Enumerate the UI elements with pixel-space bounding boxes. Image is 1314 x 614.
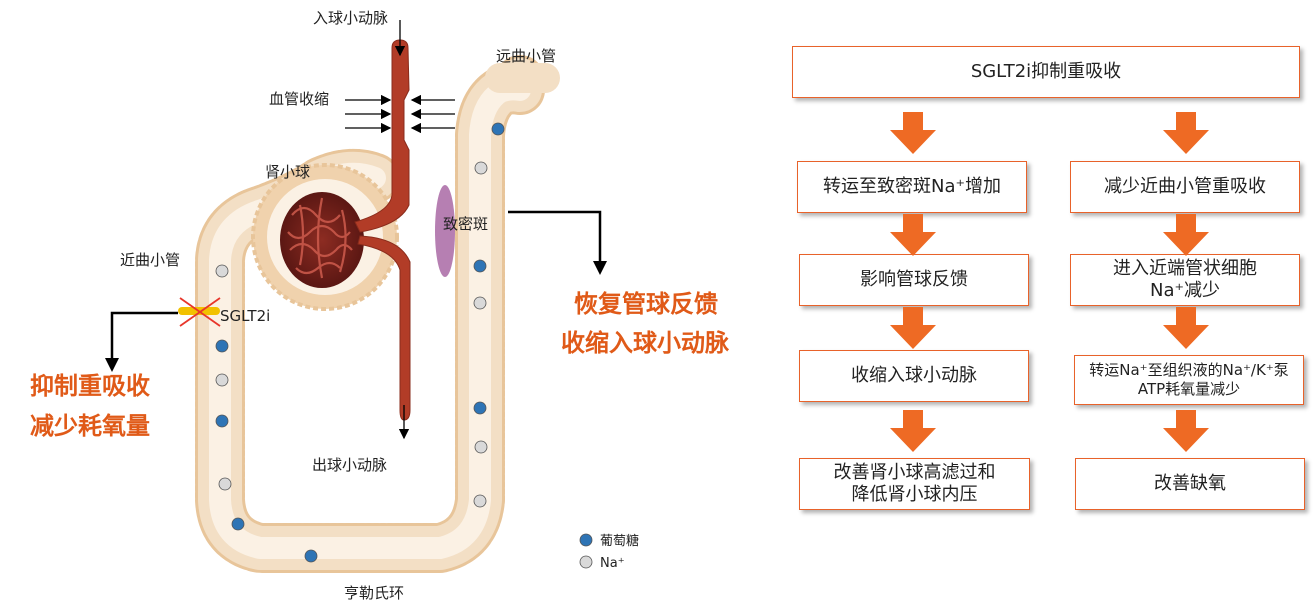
callout-left-line1: 抑制重吸收 [30, 368, 150, 404]
label-afferent: 入球小动脉 [313, 9, 388, 27]
flow-right-box-1: 减少近曲小管重吸收 [1070, 161, 1300, 213]
flow-left-box-1: 转运至致密斑Na⁺增加 [797, 161, 1027, 213]
legend: 葡萄糖 Na⁺ [580, 533, 639, 571]
flow-arrow-left-2 [890, 214, 936, 256]
flow-left-box-2: 影响管球反馈 [799, 254, 1029, 306]
flow-left-text-4: 改善肾小球高滤过和 降低肾小球内压 [834, 462, 996, 506]
flow-arrow-left-3 [890, 307, 936, 349]
label-proximal-tubule: 近曲小管 [120, 251, 180, 269]
label-glomerulus: 肾小球 [265, 163, 310, 181]
flow-arrow-right-2 [1163, 214, 1209, 256]
legend-sodium-label: Na⁺ [600, 556, 625, 571]
label-loop-of-henle: 亨勒氏环 [344, 584, 404, 602]
flow-right-text-3: 转运Na⁺至组织液的Na⁺/K⁺泵 ATP耗氧量减少 [1089, 361, 1288, 399]
legend-glucose-label: 葡萄糖 [600, 533, 639, 549]
flow-left-box-4: 改善肾小球高滤过和 降低肾小球内压 [799, 458, 1030, 510]
flow-left-box-3: 收缩入球小动脉 [799, 350, 1029, 402]
label-distal-tubule: 远曲小管 [496, 47, 556, 65]
flow-left-text-1: 转运至致密斑Na⁺增加 [823, 176, 1001, 198]
flow-arrow-left-4 [890, 410, 936, 452]
callout-left-line2: 减少耗氧量 [30, 408, 150, 444]
flow-right-text-1: 减少近曲小管重吸收 [1104, 176, 1266, 198]
flow-right-box-3: 转运Na⁺至组织液的Na⁺/K⁺泵 ATP耗氧量减少 [1074, 355, 1304, 405]
legend-glucose-dot [580, 534, 592, 546]
flow-left-text-2: 影响管球反馈 [860, 269, 968, 291]
flow-top-box: SGLT2i抑制重吸收 [792, 46, 1300, 98]
callout-right-line1: 恢复管球反馈 [574, 286, 718, 322]
legend-sodium-dot [580, 556, 592, 568]
label-efferent: 出球小动脉 [312, 456, 387, 474]
flow-right-box-4: 改善缺氧 [1075, 458, 1305, 510]
callout-right-line2: 收缩入球小动脉 [561, 325, 729, 361]
label-vasoconstriction: 血管收缩 [269, 90, 329, 108]
flow-right-text-4: 改善缺氧 [1154, 473, 1226, 495]
flow-right-box-2: 进入近端管状细胞 Na⁺减少 [1070, 254, 1300, 306]
label-macula-densa: 致密斑 [443, 215, 488, 233]
flow-right-text-2: 进入近端管状细胞 Na⁺减少 [1113, 258, 1257, 302]
flow-top-text: SGLT2i抑制重吸收 [971, 61, 1121, 83]
flow-left-text-3: 收缩入球小动脉 [851, 365, 977, 387]
glomerulus-tuft [280, 192, 364, 288]
flow-arrow-right-3 [1163, 307, 1209, 349]
label-sglt2i: SGLT2i [220, 307, 270, 325]
flow-arrow-left-1 [890, 112, 936, 154]
flow-arrow-right-1 [1163, 112, 1209, 154]
flow-arrow-right-4 [1163, 410, 1209, 452]
